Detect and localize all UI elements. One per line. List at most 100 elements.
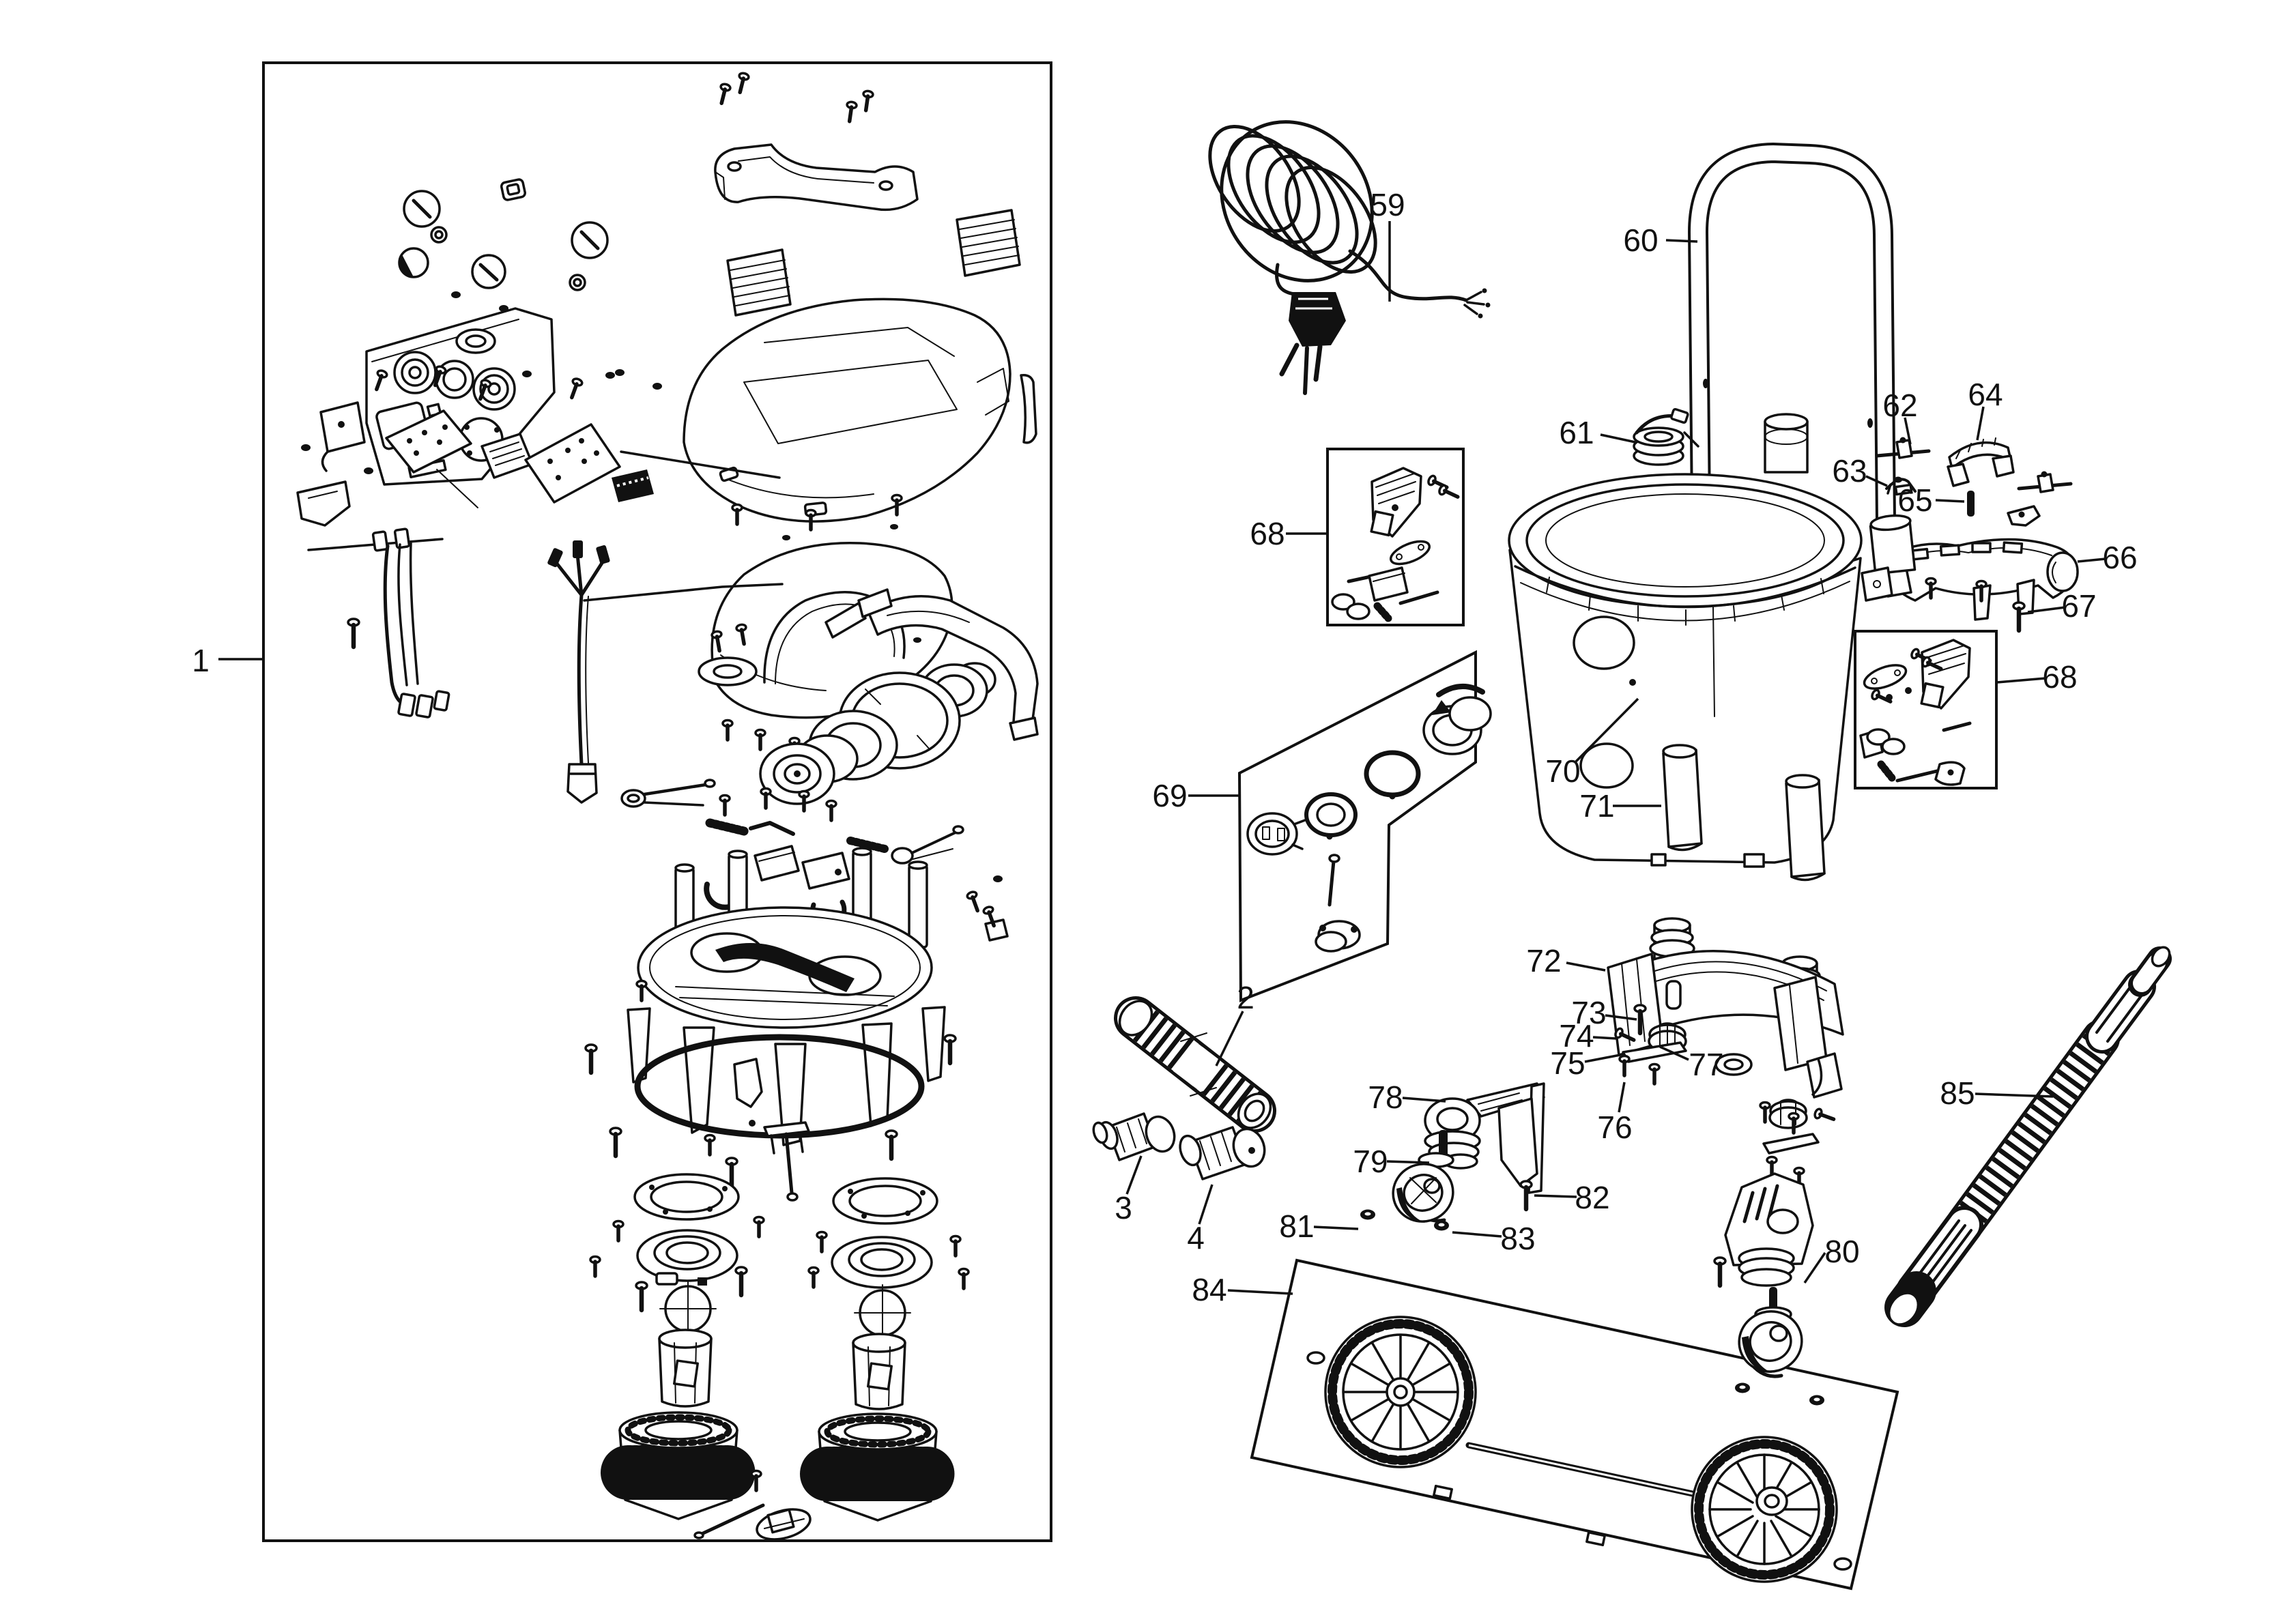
caster-screw-rear <box>1714 1258 1725 1286</box>
tie-rod-front <box>1875 437 1931 459</box>
callout-74: 74 <box>1559 1018 1594 1054</box>
wheel-kit <box>1306 1316 1852 1583</box>
leader-line-4 <box>1198 1184 1214 1225</box>
callout-79: 79 <box>1353 1144 1388 1179</box>
callout-72: 72 <box>1526 943 1561 978</box>
callout-60: 60 <box>1623 222 1658 258</box>
callout-70: 70 <box>1545 753 1580 789</box>
leader-line-63 <box>1865 475 1888 487</box>
leader-line-81 <box>1313 1226 1359 1230</box>
leader-line-64 <box>1976 406 1985 441</box>
leader-line-72 <box>1566 961 1606 972</box>
filter-assembly-left <box>590 1173 764 1520</box>
leader-line-70 <box>1575 697 1639 763</box>
callout-81: 81 <box>1279 1208 1314 1244</box>
leader-line-76 <box>1618 1082 1626 1113</box>
caster-nut-83 <box>1434 1220 1449 1231</box>
wheel-right <box>1691 1436 1838 1583</box>
handle-clamp-bracket <box>1947 437 2015 487</box>
leader-line-77 <box>1659 1045 1689 1061</box>
leader-line-83 <box>1452 1231 1502 1238</box>
callout-84: 84 <box>1192 1272 1226 1307</box>
leader-line-66 <box>2077 557 2106 563</box>
kit-box-68-right <box>1854 630 1998 789</box>
caster-nut-81 <box>1360 1209 1375 1220</box>
top-carry-handle <box>714 72 919 212</box>
callout-75: 75 <box>1550 1045 1585 1081</box>
air-duct <box>824 588 1039 741</box>
leader-line-68b <box>1996 677 2046 684</box>
callout-85: 85 <box>1940 1075 1975 1111</box>
leader-line-75 <box>1584 1054 1621 1063</box>
callout-73: 73 <box>1571 995 1606 1030</box>
circuit-boards <box>296 365 781 527</box>
leader-line-80 <box>1803 1252 1826 1284</box>
power-cord <box>1208 120 1491 395</box>
caster-rear <box>1738 1287 1803 1378</box>
callout-68a: 68 <box>1250 516 1285 551</box>
leader-line-84 <box>1227 1289 1293 1295</box>
callout-64: 64 <box>1968 377 2003 412</box>
callout-1: 1 <box>192 643 210 678</box>
kit-box-69 <box>1237 650 1477 1002</box>
callout-62: 62 <box>1882 388 1917 423</box>
callout-59: 59 <box>1370 187 1405 222</box>
inlet-port-kit <box>1246 683 1492 953</box>
rear-nut-a <box>1735 1382 1750 1393</box>
caster-screw-82 <box>1521 1181 1532 1209</box>
front-caster-bracket <box>1424 1082 1545 1194</box>
float-rod <box>705 1121 810 1202</box>
wiring-harness-switch <box>307 527 450 719</box>
kit-box-68-left <box>1326 448 1465 626</box>
knobs-cluster <box>398 178 662 390</box>
leader-line-79 <box>1386 1160 1430 1164</box>
hose-clamp-ring <box>1633 407 1699 466</box>
bracket-screw <box>2013 603 2024 630</box>
leader-line-78 <box>1402 1097 1446 1103</box>
fork-pin-link <box>620 779 716 808</box>
caster-base <box>1607 917 1844 1099</box>
callout-layer: 1234596061626364656667686869707172737475… <box>192 187 2137 1307</box>
main-assembly-box <box>262 61 1052 1542</box>
rear-caster-bracket <box>1724 1103 1814 1287</box>
powerhead-lid <box>683 298 1011 540</box>
callout-66: 66 <box>2102 540 2137 575</box>
hose-coupler-tube <box>1114 996 1276 1133</box>
callout-61: 61 <box>1559 415 1594 450</box>
callout-63: 63 <box>1832 453 1867 489</box>
caster-base-hardware <box>1614 1005 1835 1187</box>
tie-rod-rear <box>2017 471 2073 493</box>
filter-assembly-right <box>800 1177 968 1522</box>
hose-connector-large <box>1179 1126 1266 1180</box>
wiring-harness-motor <box>547 540 784 804</box>
leader-line-85 <box>1975 1092 2054 1098</box>
handle-mount-bracket <box>1877 538 2079 621</box>
leader-line-65 <box>1935 499 1965 503</box>
small-latch <box>2007 505 2041 527</box>
callout-76: 76 <box>1597 1110 1632 1145</box>
wheel-left <box>1324 1316 1477 1468</box>
callout-4: 4 <box>1187 1220 1205 1256</box>
callout-67: 67 <box>2061 588 2096 624</box>
leader-line-2 <box>1215 1011 1244 1067</box>
vent-grille-right <box>956 209 1021 277</box>
hose-connector-small <box>1092 1112 1176 1161</box>
callout-3: 3 <box>1115 1190 1132 1226</box>
callout-82: 82 <box>1575 1180 1609 1215</box>
callout-77: 77 <box>1689 1047 1723 1082</box>
leader-line-62 <box>1904 417 1912 445</box>
latch-kit-right <box>1859 639 1972 786</box>
callout-83: 83 <box>1500 1221 1535 1256</box>
leader-line-73 <box>1605 1014 1637 1021</box>
kit-box-layer <box>262 61 1998 1591</box>
callout-80: 80 <box>1824 1234 1859 1269</box>
callout-65: 65 <box>1897 482 1932 518</box>
leader-line-82 <box>1534 1194 1577 1198</box>
callout-68b: 68 <box>2042 659 2077 695</box>
grommet-right <box>1768 1099 1808 1129</box>
leader-line-61 <box>1600 433 1636 444</box>
lid-side-strip <box>1020 373 1037 444</box>
callout-2: 2 <box>1237 980 1254 1015</box>
callout-71: 71 <box>1579 788 1614 824</box>
